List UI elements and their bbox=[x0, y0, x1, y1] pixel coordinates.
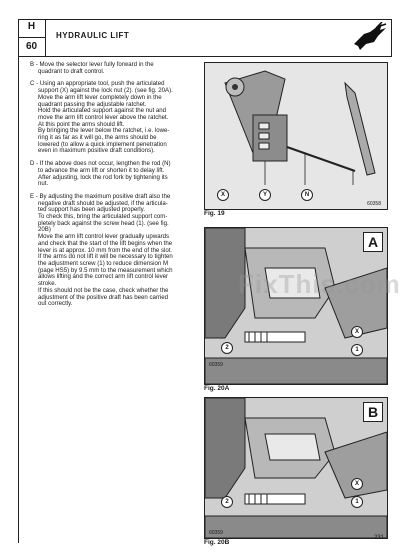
text-line: Move the arm lift control lever graduall… bbox=[38, 233, 170, 241]
manual-page: H 60 HYDRAULIC LIFT B - Move the selecto… bbox=[16, 17, 400, 546]
text-line: Move the arm lift lever completely down … bbox=[38, 93, 162, 101]
figure-20b-image: B X 1 2 60359 bbox=[204, 397, 388, 539]
figure-20a-image: A X 1 2 60359 bbox=[204, 227, 388, 385]
callout-2: 2 bbox=[221, 496, 233, 508]
text-line: lever is at approx. 10 mm from the end o… bbox=[38, 246, 173, 254]
text-line: stroke. bbox=[38, 280, 57, 288]
text-line: Hold the articulated support against the… bbox=[38, 107, 167, 115]
paragraph-e: E - By adjusting the maximum positive dr… bbox=[30, 192, 202, 308]
watermark: FixThis.com bbox=[238, 269, 401, 299]
draft-adjustment-drawing-b bbox=[205, 398, 387, 538]
text-line: If this should not be the case, check wh… bbox=[38, 286, 169, 294]
text-line: At this point the arms should lift. bbox=[38, 120, 125, 128]
text-line: allows lifting and the correct arm lift … bbox=[38, 273, 169, 281]
text-line: ted support has been adjusted properly. bbox=[38, 206, 145, 214]
figure-letter-b: B bbox=[363, 402, 383, 422]
figure-20a-caption: Fig. 20A bbox=[204, 385, 230, 392]
text-line: lowered (to allow a quick implement pene… bbox=[38, 140, 167, 148]
figure-number: 60358 bbox=[367, 201, 381, 207]
draft-adjustment-drawing-a bbox=[205, 228, 387, 384]
figure-19-caption: Fig. 19 bbox=[204, 210, 225, 217]
instruction-text: B - Move the selector lever fully forwar… bbox=[30, 61, 202, 314]
text-line: out correctly. bbox=[38, 300, 73, 308]
callout-x: X bbox=[351, 326, 363, 338]
callout-2: 2 bbox=[221, 342, 233, 354]
section-letter: H bbox=[27, 21, 36, 32]
text-line: D - If the above does not occur, lengthe… bbox=[30, 160, 171, 168]
leaping-deer-logo-icon bbox=[354, 22, 387, 50]
text-line: the adjustment screw (1) to reduce dimen… bbox=[38, 259, 169, 267]
text-line: move the arm lift control lever above th… bbox=[38, 113, 169, 121]
figure-letter-a: A bbox=[363, 232, 383, 252]
text-line: and check that the start of the lift beg… bbox=[38, 239, 173, 247]
text-line: B - Move the selector lever fully forwar… bbox=[30, 61, 154, 68]
paragraph-c: C - Using an appropriate tool, push the … bbox=[30, 81, 202, 155]
figure-number: 60359 bbox=[209, 362, 223, 368]
figure-number: 60359 bbox=[209, 530, 223, 536]
text-line: C - Using an appropriate tool, push the … bbox=[30, 80, 165, 88]
text-line: If the arms do not lift it will be neces… bbox=[38, 253, 173, 261]
callout-n: N bbox=[301, 189, 313, 201]
text-line: E - By adjusting the maximum positive dr… bbox=[30, 192, 171, 200]
text-line: By bringing the lever below the ratchet,… bbox=[38, 127, 170, 135]
text-line: even in maximum positive draft condition… bbox=[38, 147, 155, 155]
text-line: adjustment of the positive draft has bee… bbox=[38, 293, 169, 301]
text-line: After adjusting, lock the rod fork by ti… bbox=[38, 173, 168, 181]
text-line: ring it as far as it will go, the arms s… bbox=[38, 134, 157, 142]
page-title: HYDRAULIC LIFT bbox=[56, 31, 130, 40]
page-number: 231 bbox=[373, 535, 384, 541]
callout-x: X bbox=[351, 478, 363, 490]
section-number: 60 bbox=[25, 41, 38, 52]
text-line: quadrant to draft control. bbox=[38, 67, 105, 75]
text-line: 20B) bbox=[38, 226, 51, 234]
paragraph-d: D - If the above does not occur, lengthe… bbox=[30, 160, 202, 188]
text-line: negative draft should be adjusted, if th… bbox=[38, 199, 168, 207]
figure-19-image: X Y N 60358 bbox=[204, 62, 388, 210]
callout-1: 1 bbox=[351, 344, 363, 356]
figure-20b-caption: Fig. 20B bbox=[204, 539, 230, 546]
section-box: H 60 bbox=[18, 19, 46, 57]
paragraph-b: B - Move the selector lever fully forwar… bbox=[30, 61, 202, 75]
lift-linkage-drawing bbox=[205, 63, 387, 209]
text-line: To check this, bring the articulated sup… bbox=[38, 213, 168, 221]
page-header bbox=[18, 19, 392, 57]
text-line: to advance the arm lift or shorten it to… bbox=[38, 166, 165, 174]
text-line: support (X) against the lock nut (2). (s… bbox=[38, 87, 173, 95]
text-line: (page HS5) by 9.5 mm to the measurement … bbox=[38, 266, 173, 274]
callout-1: 1 bbox=[351, 496, 363, 508]
section-divider bbox=[18, 37, 45, 38]
text-line: nut. bbox=[38, 180, 49, 188]
callout-y: Y bbox=[259, 189, 271, 201]
text-line: quadrant passing the adjustable ratchet. bbox=[38, 100, 147, 108]
left-margin-rule bbox=[18, 57, 19, 543]
text-line: pletely back against the screw head (1).… bbox=[38, 219, 169, 227]
callout-x: X bbox=[217, 189, 229, 201]
